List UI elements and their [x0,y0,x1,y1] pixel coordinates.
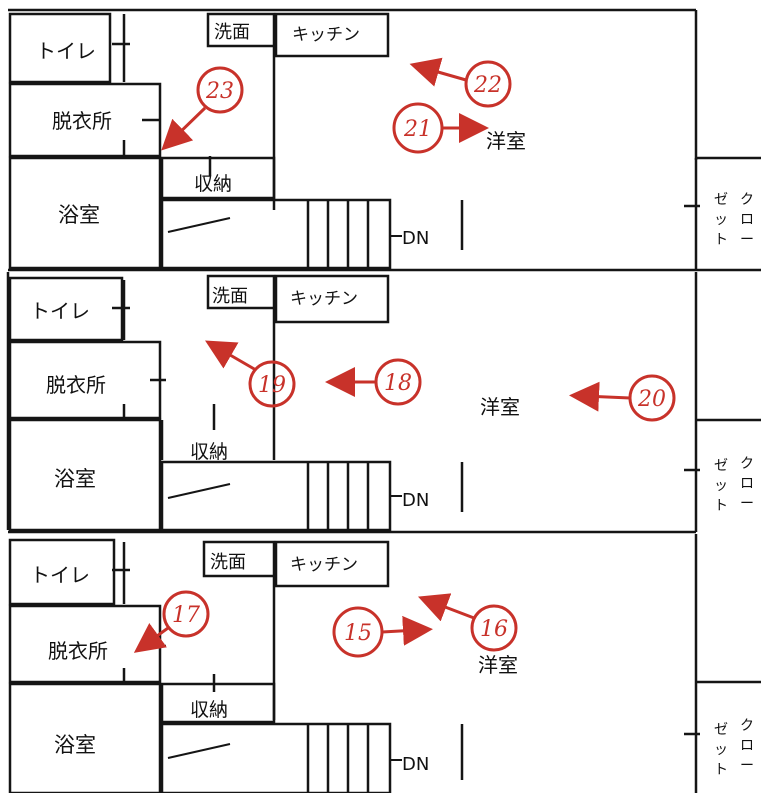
room-label-bath: 浴室 [58,203,100,227]
closet-char: ト [714,762,728,778]
marker-number: 22 [473,73,502,98]
room-label-toilet: トイレ [30,299,90,323]
marker-number: 23 [205,79,234,104]
floor-2 [6,272,761,534]
room-label-storage: 収納 [190,441,228,463]
direction-arrow [417,593,475,622]
marker-numbers: 23 22 21 19 18 20 17 15 16 [172,73,666,646]
room-label-storage: 収納 [190,699,228,721]
closet-label: ク ロ ー ゼ ッ ト [714,718,754,778]
marker-number: 15 [344,621,372,646]
stairs-down-label: DN [402,754,429,775]
closet-char: ロ [740,212,754,228]
direction-arrow [205,340,257,372]
direction-arrow [381,615,433,646]
closet-label: ク ロ ー ゼ ッ ト [714,192,754,248]
closet-char: ゼ [714,722,728,738]
room-label-toilet: トイレ [36,39,96,63]
stairs-down-label: DN [402,490,429,511]
closet-char: ト [714,232,728,248]
direction-arrow [409,57,467,87]
room-label-dressing: 脱衣所 [46,373,106,397]
room-label-western-room: 洋室 [478,653,518,677]
closet-char: ッ [714,742,728,758]
closet-label: ク ロ ー ゼ ッ ト [714,456,754,514]
closet-char: ゼ [714,192,728,208]
photo-marker [470,604,518,652]
closet-char: ッ [714,212,728,228]
marker-number: 20 [637,387,666,412]
room-label-kitchen: キッチン [290,289,358,309]
room-label-toilet: トイレ [30,563,90,587]
room-label-kitchen: キッチン [290,555,358,575]
room-label-washroom: 洗面 [210,552,246,573]
room-label-bath: 浴室 [54,467,96,491]
floor-3 [8,534,761,793]
marker-number: 17 [172,603,200,628]
photo-marker [248,360,296,408]
photo-markers [133,57,676,658]
direction-arrow [133,623,169,653]
direction-arrow [569,381,631,412]
closet-char: ー [740,496,754,512]
closet-char: ー [740,232,754,248]
floor-1 [8,8,761,272]
room-label-washroom: 洗面 [214,22,250,43]
closet-char: ク [740,192,754,208]
room-label-dressing: 脱衣所 [52,109,112,133]
room-label-dressing: 脱衣所 [48,639,108,663]
marker-number: 18 [384,371,412,396]
room-label-washroom: 洗面 [212,286,248,307]
room-label-western-room: 洋室 [486,129,526,153]
room-label-storage: 収納 [194,173,232,195]
room-label-bath: 浴室 [54,733,96,757]
closet-char: ト [714,498,728,514]
closet-char: ク [740,718,754,734]
closet-char: ロ [740,476,754,492]
marker-number: 19 [258,373,286,398]
photo-marker [196,66,244,114]
closet-char: ゼ [714,458,728,474]
photo-marker [162,590,210,638]
closet-char: ロ [740,738,754,754]
closet-char: ッ [714,478,728,494]
direction-arrow [161,106,207,151]
room-label-western-room: 洋室 [480,395,520,419]
closet-char: ク [740,456,754,472]
photo-marker [464,60,512,108]
marker-number: 16 [480,617,508,642]
marker-number: 21 [403,117,432,142]
stairs-down-label: DN [402,228,429,249]
closet-char: ー [740,758,754,774]
room-label-kitchen: キッチン [292,25,360,45]
